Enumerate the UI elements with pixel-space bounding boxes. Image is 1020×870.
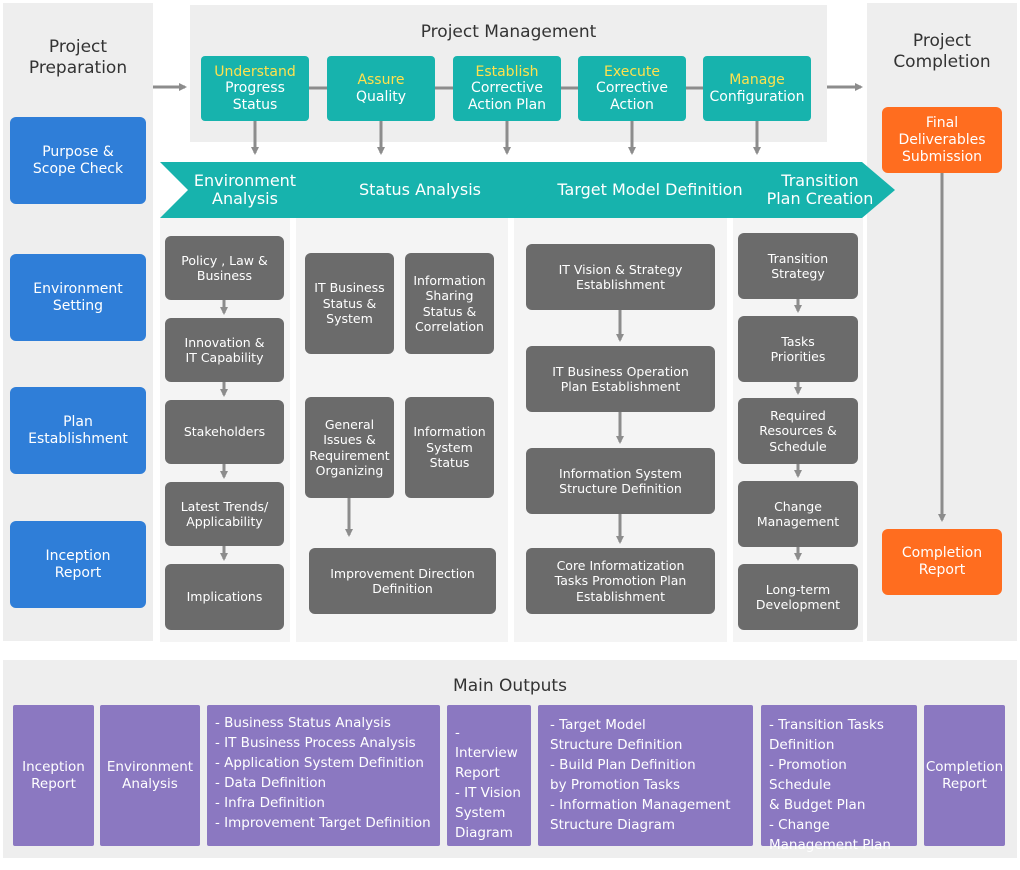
mgmt-assure-quality: Assure Quality	[327, 56, 435, 121]
mgmt-highlight: Assure	[357, 72, 405, 88]
list-item: - Data Definition	[215, 775, 327, 791]
completion-report: Completion Report	[882, 529, 1002, 595]
transition-change-mgmt: Change Management	[738, 481, 858, 547]
transition-strategy: Transition Strategy	[738, 233, 858, 299]
target-it-operation: IT Business Operation Plan Establishment	[526, 346, 715, 412]
env-implications: Implications	[165, 564, 284, 630]
list-item: - Promotion Schedule & Budget Plan	[769, 757, 866, 813]
target-it-vision: IT Vision & Strategy Establishment	[526, 244, 715, 310]
list-item: - Build Plan Definition by Promotion Tas…	[550, 757, 696, 793]
list-item: - Transition Tasks Definition	[769, 717, 884, 753]
output-inception-report: Inception Report	[13, 705, 94, 846]
preparation-title: Project Preparation	[28, 37, 128, 78]
phase-label-status-analysis: Status Analysis	[359, 180, 481, 199]
output-transition-list: - Transition Tasks Definition - Promotio…	[761, 705, 917, 853]
mgmt-text: Quality	[355, 88, 407, 105]
prep-purpose-scope: Purpose & Scope Check	[10, 117, 146, 204]
list-item: - Business Status Analysis	[215, 715, 391, 731]
env-latest-trends: Latest Trends/ Applicability	[165, 482, 284, 546]
status-info-sharing: Information Sharing Status & Correlation	[405, 253, 494, 354]
management-title: Project Management	[420, 22, 597, 42]
output-interview-list: - Interview Report - IT Vision System Di…	[447, 705, 531, 846]
output-environment-analysis: Environment Analysis	[100, 705, 200, 846]
prep-plan-establishment: Plan Establishment	[10, 387, 146, 474]
mgmt-text: Progress Status	[225, 80, 285, 113]
env-stakeholders: Stakeholders	[165, 400, 284, 464]
output-status-list: - Business Status Analysis - IT Business…	[207, 705, 440, 846]
target-info-structure: Information System Structure Definition	[526, 448, 715, 514]
transition-priorities: Tasks Priorities	[738, 316, 858, 382]
mgmt-understand-progress: Understand Progress Status	[201, 56, 309, 121]
status-improvement: Improvement Direction Definition	[309, 548, 496, 614]
prep-environment-setting: Environment Setting	[10, 254, 146, 341]
phase-label-environment-analysis: Environment Analysis	[193, 171, 297, 208]
list-item: - Improvement Target Definition	[215, 815, 431, 831]
mgmt-execute-action: Execute Corrective Action	[578, 56, 686, 121]
list-item: - Information Management Structure Diagr…	[550, 797, 731, 833]
env-innovation: Innovation & IT Capability	[165, 318, 284, 382]
list-item: - IT Business Process Analysis	[215, 735, 416, 751]
mgmt-highlight: Execute	[604, 63, 660, 80]
status-general-issues: General Issues & Requirement Organizing	[305, 397, 394, 498]
list-item: - Application System Definition	[215, 755, 424, 771]
list-item: - IT Vision System Diagram	[455, 785, 521, 841]
env-policy-law: Policy , Law & Business	[165, 236, 284, 300]
output-target-list: - Target Model Structure Definition - Bu…	[538, 705, 753, 846]
outputs-title: Main Outputs	[453, 676, 567, 696]
phase-label-transition-plan: Transition Plan Creation	[766, 171, 874, 208]
mgmt-text: Corrective Action Plan	[467, 80, 547, 113]
transition-long-term: Long-term Development	[738, 564, 858, 630]
list-item: - Target Model Structure Definition	[550, 717, 683, 753]
mgmt-highlight: Understand	[214, 63, 296, 80]
target-core-tasks: Core Informatization Tasks Promotion Pla…	[526, 548, 715, 614]
status-info-system: Information System Status	[405, 397, 494, 498]
completion-final-deliverables: Final Deliverables Submission	[882, 107, 1002, 173]
prep-inception-report: Inception Report	[10, 521, 146, 608]
status-it-business: IT Business Status & System	[305, 253, 394, 354]
list-item: - Infra Definition	[215, 795, 325, 811]
mgmt-highlight: Establish	[475, 63, 539, 80]
mgmt-text: Configuration	[709, 88, 805, 105]
mgmt-text: Corrective Action	[596, 80, 668, 113]
mgmt-manage-configuration: Manage Configuration	[703, 56, 811, 121]
list-item: - Interview Report	[455, 725, 518, 781]
mgmt-establish-plan: Establish Corrective Action Plan	[453, 56, 561, 121]
transition-resources: Required Resources & Schedule	[738, 398, 858, 464]
completion-title: Project Completion	[893, 31, 991, 72]
mgmt-highlight: Manage	[729, 72, 785, 88]
output-completion-report: Completion Report	[924, 705, 1005, 846]
list-item: - Change Management Plan	[769, 817, 891, 853]
phase-label-target-model: Target Model Definition	[557, 180, 743, 199]
